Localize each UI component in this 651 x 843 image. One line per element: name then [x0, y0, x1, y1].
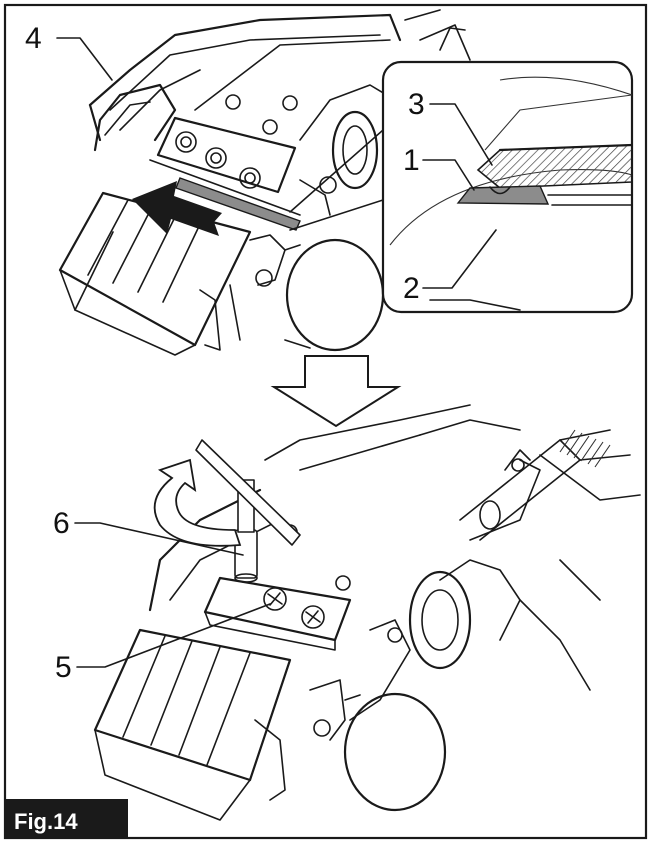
leader-6: [74, 522, 244, 556]
figure-label-tag: [6, 799, 128, 838]
leader-3: [429, 103, 493, 166]
leader-1: [422, 159, 475, 191]
leader-4: [56, 37, 113, 81]
callout-4: 4: [25, 22, 42, 55]
figure-label: Fig.14: [14, 809, 78, 834]
leader-5: [76, 603, 271, 668]
leader-2: [422, 229, 497, 289]
callout-1: 1: [403, 144, 420, 177]
top-planer-illustration: [56, 9, 471, 356]
callout-2: 2: [403, 272, 420, 305]
push-arrow-icon: [132, 181, 222, 236]
callout-3: 3: [408, 88, 425, 121]
rotation-arrow-icon: [153, 458, 242, 547]
figure-frame: [3, 3, 648, 840]
down-arrow-icon: [270, 355, 402, 428]
bottom-planer-illustration: [74, 404, 641, 821]
callout-6: 6: [53, 507, 70, 540]
comb-lines: [559, 429, 611, 468]
callout-5: 5: [55, 651, 72, 684]
blade-detail-inset: [289, 60, 634, 314]
